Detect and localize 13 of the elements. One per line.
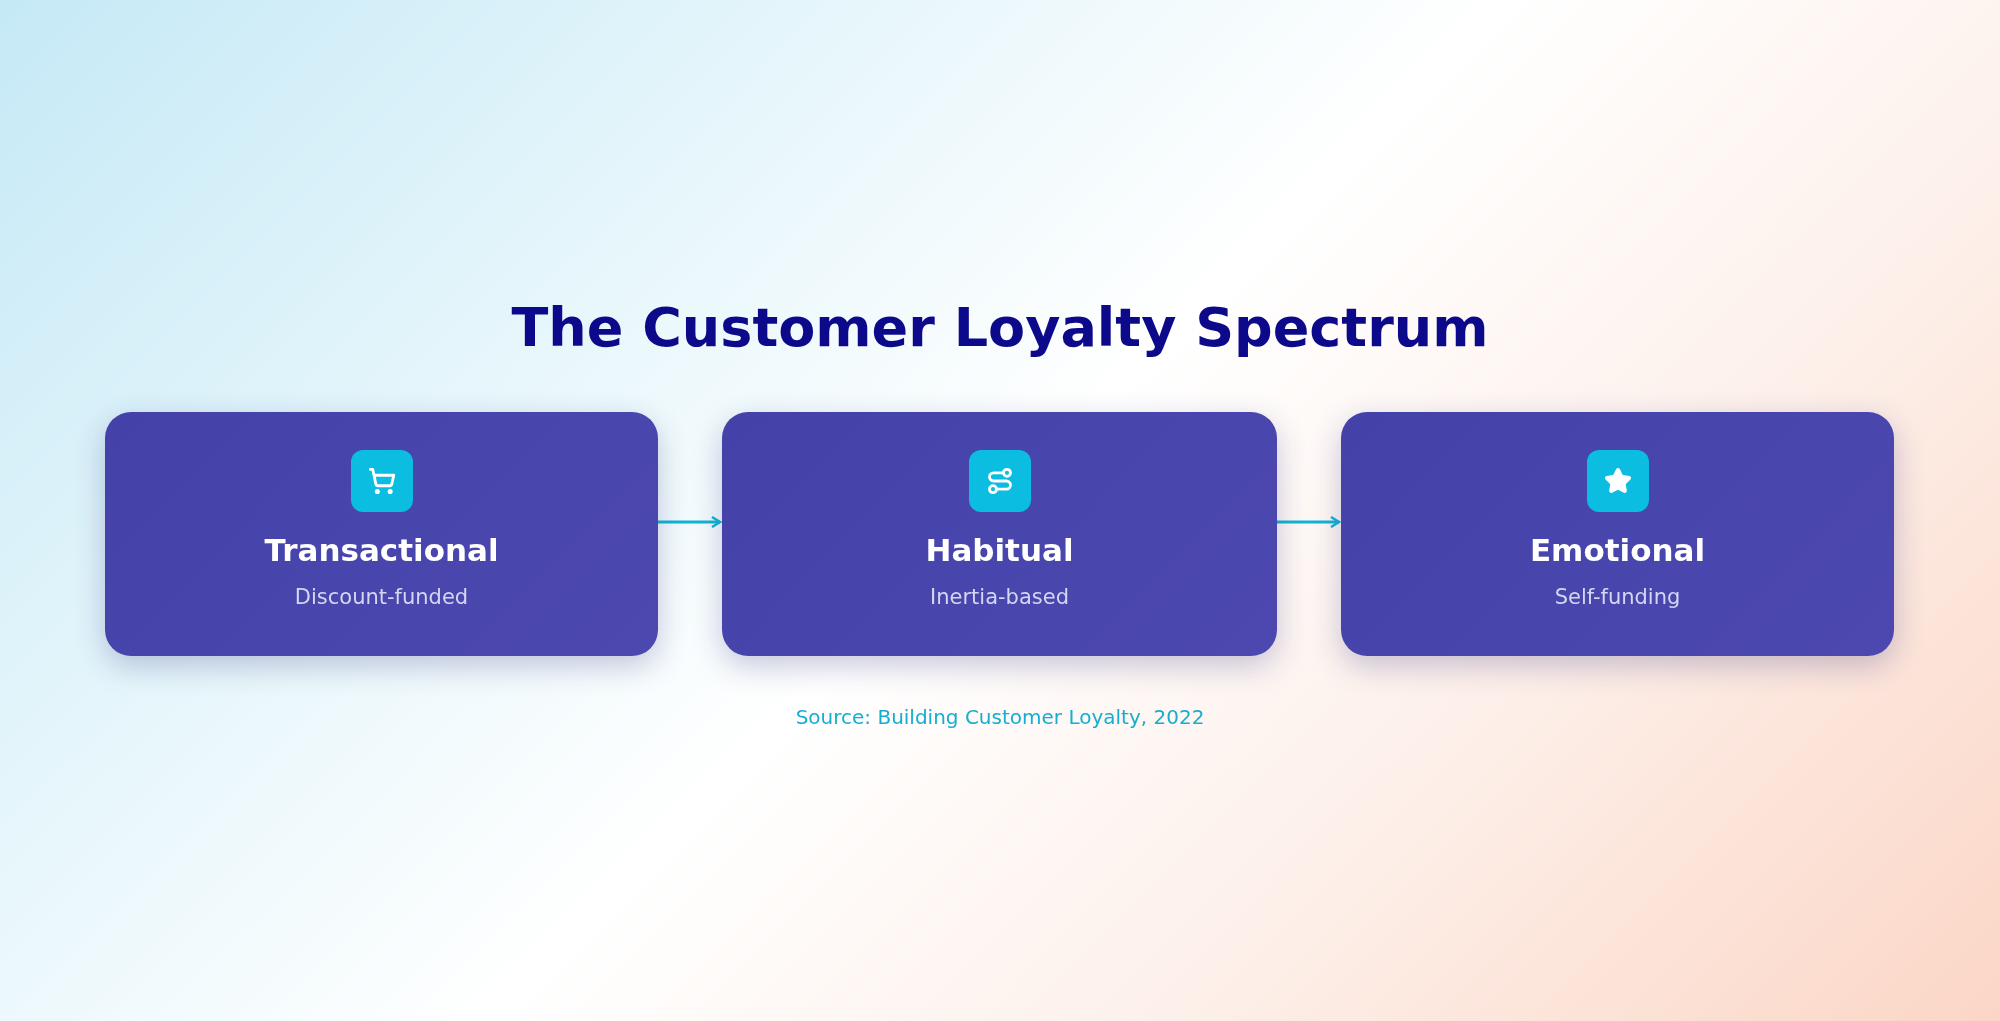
title: The Customer Loyalty Spectrum (510, 296, 1490, 361)
stage-title: Emotional (1529, 532, 1706, 570)
source-note: Source: Building Customer Loyalty, 2022 (794, 705, 1206, 729)
arrow (658, 515, 722, 529)
stage-title: Transactional (264, 532, 499, 570)
stage-description: Self-funding (1554, 585, 1681, 611)
stage-card (1341, 412, 1894, 656)
stage-description: Discount-funded (294, 585, 469, 611)
stage-title: Habitual (925, 532, 1074, 570)
stage-card (105, 412, 658, 656)
arrow (1277, 515, 1341, 529)
stage-card (722, 412, 1277, 656)
stage-description: Inertia-based (930, 585, 1069, 611)
